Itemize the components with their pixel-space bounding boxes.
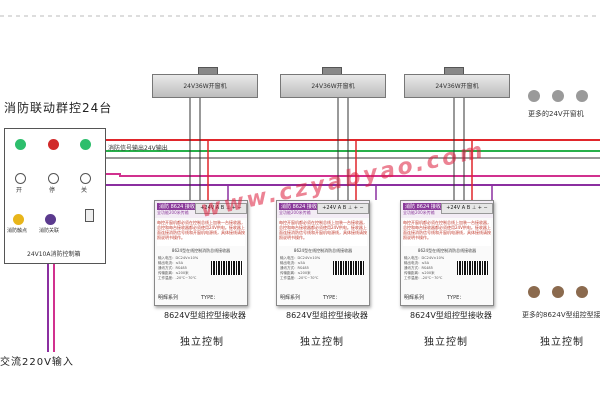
receiver-caption: 8624V型组控型接收器	[410, 311, 492, 320]
stop-label: 停	[49, 187, 56, 194]
fire-contact-label: 消防触点	[7, 228, 28, 234]
red-indicator-lamp	[48, 139, 59, 150]
open-switch[interactable]	[15, 173, 26, 184]
window-opener: 24V36W开窗机	[152, 74, 258, 98]
receiver-model: 明辉系列	[404, 295, 425, 301]
independent-control-label: 独立控制	[300, 337, 344, 348]
power-input-label: 交流220V输入	[0, 357, 74, 368]
green-indicator-lamp	[80, 139, 91, 150]
window-opener: 24V36W开窗机	[280, 74, 386, 98]
open-label: 开	[16, 187, 23, 194]
receiver-module: 消防 8624 接收器 全功能200米传输 +24V A B ⊥ + − 每控开…	[154, 200, 248, 306]
more-opener-icon	[528, 90, 540, 102]
barcode-icon	[211, 261, 243, 275]
stop-switch[interactable]	[48, 173, 59, 184]
barcode-icon	[333, 261, 365, 275]
green-indicator-lamp	[15, 139, 26, 150]
more-receiver-icon	[528, 286, 540, 298]
receiver-module: 消防 8624 接收器 全功能200米传输 +24V A B ⊥ + − 每控开…	[400, 200, 494, 306]
control-box-footer: 24V10A消防控制箱	[27, 251, 81, 258]
receiver-badge: 消防 8624 接收器	[403, 203, 448, 210]
receiver-caption: 8624V型组控型接收器	[286, 311, 368, 320]
receiver-type: TYPE：	[201, 295, 219, 301]
fire-control-box: 开 停 关 消防触点 消防关联 24V10A消防控制箱	[4, 128, 106, 264]
fire-contact-indicator	[13, 214, 24, 225]
receiver-badge: 消防 8624 接收器	[157, 203, 202, 210]
receiver-subtitle: 8624型在线控制消防总线接收器	[171, 248, 231, 253]
opener-label: 24V36W开窗机	[311, 83, 355, 90]
receiver-subtitle: 8624型在线控制消防总线接收器	[293, 248, 353, 253]
more-receiver-icon	[552, 286, 564, 298]
terminal-block: +24V A B ⊥ + −	[195, 203, 247, 214]
fire-link-label: 消防关联	[39, 228, 60, 234]
close-label: 关	[81, 187, 88, 194]
receiver-model: 明辉系列	[158, 295, 179, 301]
toggle-switch[interactable]	[85, 209, 94, 222]
barcode-icon	[457, 261, 489, 275]
window-opener: 24V36W开窗机	[404, 74, 510, 98]
independent-control-label: 独立控制	[540, 337, 584, 348]
more-opener-icon	[552, 90, 564, 102]
control-panel-title: 消防联动群控24台	[4, 101, 113, 115]
opener-label: 24V36W开窗机	[183, 83, 227, 90]
more-opener-icon	[576, 90, 588, 102]
receiver-badge-sub: 全功能200米传输	[157, 210, 189, 215]
more-receiver-icon	[576, 286, 588, 298]
receiver-description: 每控开窗机都必须在控制总线上加装一台接收器，总控和每台接收器都必须使用24V供电…	[157, 220, 245, 246]
terminal-block: +24V A B ⊥ + −	[317, 203, 369, 214]
receiver-description: 每控开窗机都必须在控制总线上加装一台接收器，总控和每台接收器都必须使用24V供电…	[403, 220, 491, 246]
receiver-caption: 8624V型组控型接收器	[164, 311, 246, 320]
signal-line-label: 消防信号输出24V输出	[108, 145, 168, 152]
receiver-badge: 消防 8624 接收器	[279, 203, 324, 210]
more-receivers-label: 更多的8624V型组控型接	[522, 311, 600, 319]
fire-link-indicator	[45, 214, 56, 225]
magenta-bus-line	[104, 173, 600, 177]
receiver-module: 消防 8624 接收器 全功能200米传输 +24V A B ⊥ + − 每控开…	[276, 200, 370, 306]
receiver-badge-sub: 全功能200米传输	[403, 210, 435, 215]
receiver-model: 明辉系列	[280, 295, 301, 301]
close-switch[interactable]	[80, 173, 91, 184]
independent-control-label: 独立控制	[180, 337, 224, 348]
receiver-description: 每控开窗机都必须在控制总线上加装一台接收器，总控和每台接收器都必须使用24V供电…	[279, 220, 367, 246]
terminal-block: +24V A B ⊥ + −	[441, 203, 493, 214]
receiver-subtitle: 8624型在线控制消防总线接收器	[417, 248, 477, 253]
receiver-badge-sub: 全功能200米传输	[279, 210, 311, 215]
independent-control-label: 独立控制	[424, 337, 468, 348]
receiver-type: TYPE：	[323, 295, 341, 301]
receiver-type: TYPE：	[447, 295, 465, 301]
more-openers-label: 更多的24V开窗机	[528, 110, 584, 118]
opener-label: 24V36W开窗机	[435, 83, 479, 90]
